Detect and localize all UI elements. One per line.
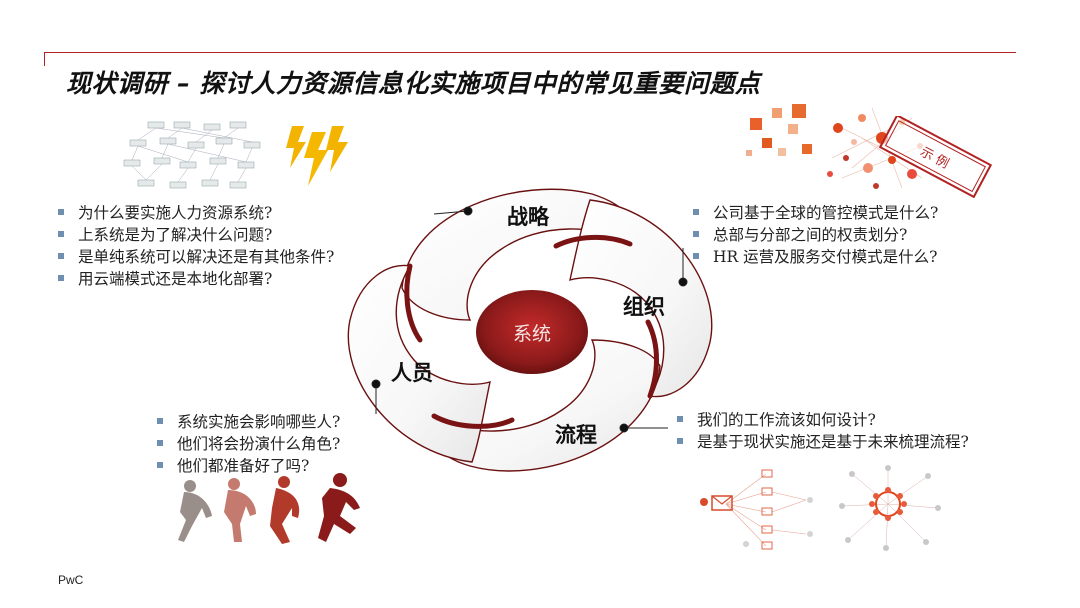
bullet-icon	[693, 209, 699, 215]
bullet-icon	[58, 209, 64, 215]
page-title: 现状调研 – 探讨人力资源信息化实施项目中的常见重要问题点	[66, 69, 761, 98]
bullet-icon	[58, 253, 64, 259]
mail-network-icon	[700, 469, 813, 550]
top-rule-tick	[44, 52, 45, 66]
runners-icon	[178, 473, 360, 544]
segment-organization	[569, 199, 713, 398]
list-item: 系统实施会影响哪些人?	[157, 411, 340, 433]
label-process: 流程	[555, 422, 597, 447]
bullet-icon	[693, 253, 699, 259]
bullet-icon	[677, 416, 683, 422]
strategy-questions: 为什么要实施人力资源系统? 上系统是为了解决什么问题? 是单纯系统可以解决还是有…	[58, 202, 334, 290]
process-map-icon	[123, 121, 261, 189]
label-organization: 组织	[623, 294, 665, 319]
network-graph-icon	[746, 104, 923, 189]
hr-system-pinwheel-diagram: 系统 战略 组织 流程 人员	[347, 188, 713, 472]
label-strategy: 战略	[507, 204, 550, 229]
bullet-icon	[58, 275, 64, 281]
list-item: 用云端模式还是本地化部署?	[58, 268, 334, 290]
bullet-icon	[157, 462, 163, 468]
label-people: 人员	[391, 360, 433, 385]
list-item: 他们将会扮演什么角色?	[157, 433, 340, 455]
sample-stamp: 示 例	[878, 116, 993, 198]
top-rule	[44, 52, 1016, 53]
core-system	[476, 290, 588, 374]
list-item: 是基于现状实施还是基于未来梳理流程?	[677, 431, 969, 453]
core-label: 系统	[513, 323, 551, 345]
organization-questions: 公司基于全球的管控模式是什么? 总部与分部之间的权责划分? HR 运营及服务交付…	[693, 202, 938, 268]
lightning-icon	[286, 126, 348, 186]
list-item: 我们的工作流该如何设计?	[677, 409, 969, 431]
bullet-icon	[677, 438, 683, 444]
hub-network-icon	[839, 465, 941, 551]
segment-people	[347, 264, 491, 463]
bullet-icon	[58, 231, 64, 237]
list-item: 公司基于全球的管控模式是什么?	[693, 202, 938, 224]
bullet-icon	[157, 440, 163, 446]
people-questions: 系统实施会影响哪些人? 他们将会扮演什么角色? 他们都准备好了吗?	[157, 411, 340, 477]
list-item: HR 运营及服务交付模式是什么?	[693, 246, 938, 268]
footer-brand: PwC	[58, 573, 84, 587]
bullet-icon	[157, 418, 163, 424]
list-item: 总部与分部之间的权责划分?	[693, 224, 938, 246]
list-item: 他们都准备好了吗?	[157, 455, 340, 477]
list-item: 为什么要实施人力资源系统?	[58, 202, 334, 224]
list-item: 上系统是为了解决什么问题?	[58, 224, 334, 246]
list-item: 是单纯系统可以解决还是有其他条件?	[58, 246, 334, 268]
process-questions: 我们的工作流该如何设计? 是基于现状实施还是基于未来梳理流程?	[677, 409, 969, 453]
bullet-icon	[693, 231, 699, 237]
